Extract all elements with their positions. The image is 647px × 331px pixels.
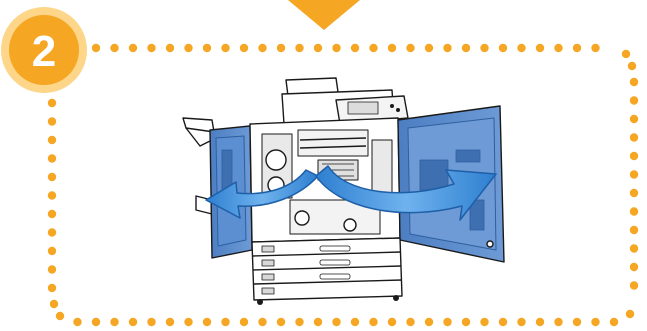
frame-dot [56, 312, 64, 320]
frame-dot [630, 189, 638, 197]
frame-dot [499, 318, 507, 326]
frame-dot [92, 318, 100, 326]
frame-dot [443, 318, 451, 326]
frame-dot [628, 62, 636, 70]
frame-dot [480, 318, 488, 326]
frame-dot [462, 318, 470, 326]
frame-dot [480, 44, 488, 52]
step-badge-icon: 2 [1, 7, 87, 93]
frame-dot [630, 207, 638, 215]
frame-dot [499, 44, 507, 52]
frame-dot [622, 50, 630, 58]
frame-dot [630, 263, 638, 271]
frame-dot [295, 44, 303, 52]
frame-dot [110, 44, 118, 52]
frame-dot [554, 318, 562, 326]
frame-dot [536, 318, 544, 326]
frame-dot [630, 133, 638, 141]
frame-dot [536, 44, 544, 52]
frame-dot [203, 44, 211, 52]
frame-dot [48, 265, 56, 273]
down-arrow-icon [288, 0, 360, 30]
frame-dot [73, 318, 81, 326]
frame-dot [406, 44, 414, 52]
frame-dot [388, 318, 396, 326]
frame-dot [630, 170, 638, 178]
frame-dot [554, 44, 562, 52]
frame-dot [50, 300, 58, 308]
frame-dot [129, 44, 137, 52]
frame-dot [48, 191, 56, 199]
frame-dot [369, 318, 377, 326]
frame-dot [314, 318, 322, 326]
frame-dot [630, 226, 638, 234]
frame-dot [351, 318, 359, 326]
frame-dot [517, 318, 525, 326]
frame-dot [573, 318, 581, 326]
frame-dot [626, 310, 634, 318]
frame-dot [48, 247, 56, 255]
frame-dot [48, 210, 56, 218]
frame-dot [630, 281, 638, 289]
frame-dot [184, 44, 192, 52]
frame-dot [221, 318, 229, 326]
frame-dot [462, 44, 470, 52]
frame-dot [591, 44, 599, 52]
frame-dot [147, 44, 155, 52]
frame-dot [129, 318, 137, 326]
frame-dot [630, 115, 638, 123]
frame-dot [443, 44, 451, 52]
frame-dot [573, 44, 581, 52]
frame-dot [203, 318, 211, 326]
frame-dot [110, 318, 118, 326]
frame-dot [630, 78, 638, 86]
frame-dot [610, 318, 618, 326]
frame-dot [332, 44, 340, 52]
frame-dot [277, 44, 285, 52]
frame-dot [221, 44, 229, 52]
frame-dot [425, 44, 433, 52]
frame-dot [630, 152, 638, 160]
frame-dot [240, 44, 248, 52]
frame-dot [425, 318, 433, 326]
frame-dot [166, 318, 174, 326]
frame-dot [388, 44, 396, 52]
step-number: 2 [32, 27, 56, 76]
frame-dot [166, 44, 174, 52]
frame-dot [258, 44, 266, 52]
frame-dot [277, 318, 285, 326]
frame-dot [92, 44, 100, 52]
frame-dot [48, 228, 56, 236]
frame-dot [48, 284, 56, 292]
frame-dot [48, 117, 56, 125]
frame-dot [406, 318, 414, 326]
frame-dot [184, 318, 192, 326]
frame-dot [295, 318, 303, 326]
frame-dot [48, 154, 56, 162]
frame-dot [48, 173, 56, 181]
frame-dot [351, 44, 359, 52]
frame-dot [258, 318, 266, 326]
frame-dot [591, 318, 599, 326]
frame-dot [630, 96, 638, 104]
frame-dot [517, 44, 525, 52]
frame-dot [314, 44, 322, 52]
frame-dot [332, 318, 340, 326]
frame-dot [240, 318, 248, 326]
frame-dot [630, 244, 638, 252]
frame-dot [48, 99, 56, 107]
frame-dot [369, 44, 377, 52]
frame-dot [147, 318, 155, 326]
frame-dot [48, 136, 56, 144]
